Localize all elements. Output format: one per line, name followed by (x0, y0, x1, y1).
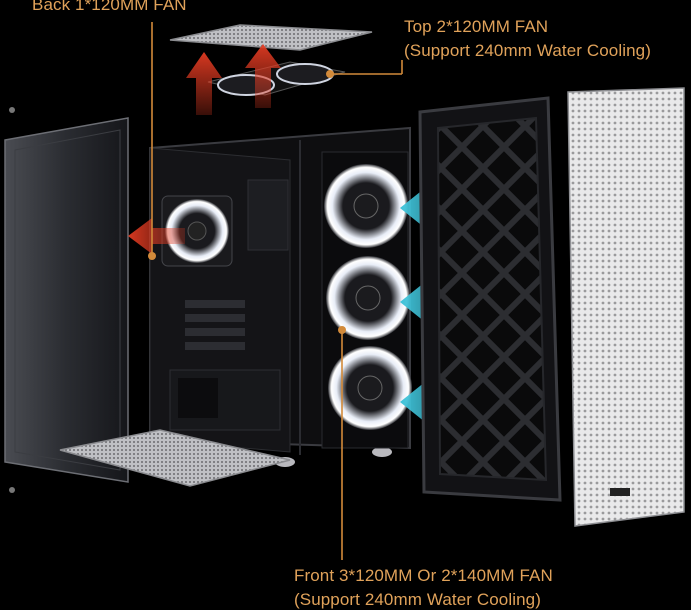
top-exhaust-arrows (186, 44, 281, 115)
front-mesh-frame (418, 96, 562, 502)
bottom-dust-filter (59, 429, 291, 487)
front-fan-middle (326, 256, 410, 340)
leader-dot-top (326, 70, 334, 78)
front-fan-support-label: (Support 240mm Water Cooling) (294, 590, 541, 609)
leader-dot-front (338, 326, 346, 334)
back-fan-label: Back 1*120MM FAN (32, 0, 187, 14)
front-perforated-panel (567, 87, 685, 527)
back-exhaust-arrow (128, 218, 185, 254)
front-fan-top (324, 164, 408, 248)
front-fan-label: Front 3*120MM Or 2*140MM FAN (294, 566, 553, 585)
top-dust-filter (169, 24, 373, 51)
leader-dot-back (148, 252, 156, 260)
tempered-glass-side-panel (4, 107, 129, 493)
leader-lines (151, 22, 403, 560)
top-fan-label: Top 2*120MM FAN (404, 17, 549, 36)
front-fan-bottom (328, 346, 412, 430)
front-fans (321, 151, 412, 449)
top-fan-support-label: (Support 240mm Water Cooling) (404, 41, 651, 60)
back-fan (161, 195, 233, 267)
